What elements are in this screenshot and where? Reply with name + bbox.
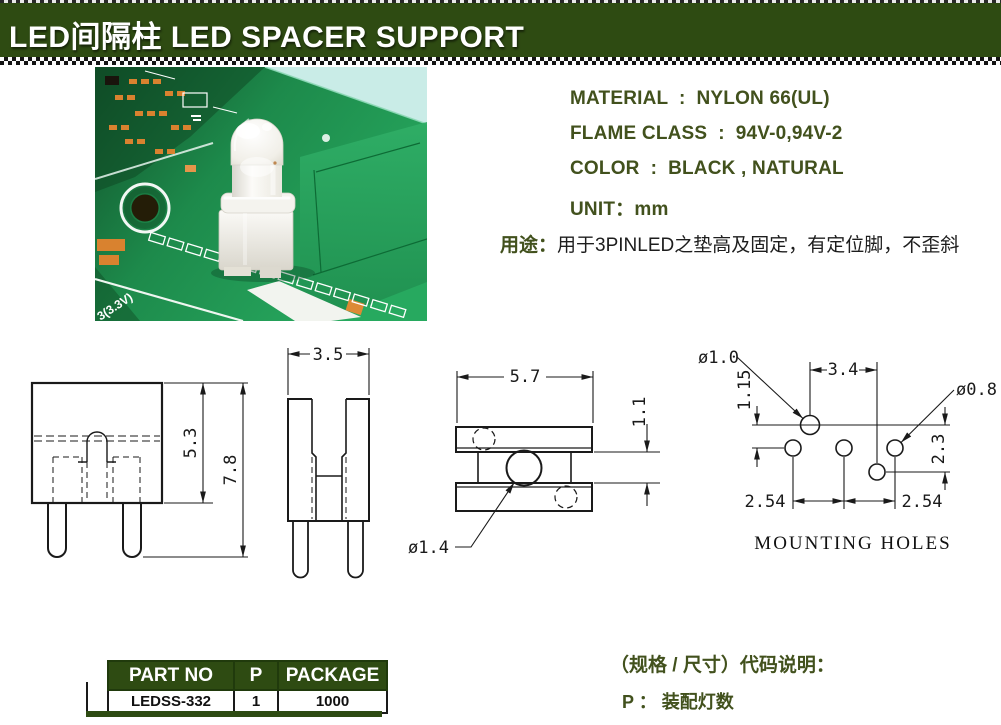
cell-part-no: LEDSS-332 bbox=[107, 689, 235, 714]
cell-p: 1 bbox=[233, 689, 279, 714]
product-photo: 3(3.3V) bbox=[95, 67, 427, 321]
col-header-part-no: PART NO bbox=[107, 660, 235, 691]
pcb-white-band bbox=[247, 281, 361, 321]
dim-pitch-left: 2.54 bbox=[745, 492, 786, 512]
spec-color: COLOR : BLACK , NATURAL bbox=[570, 158, 844, 179]
cell-package: 1000 bbox=[277, 689, 388, 714]
header-bar: LED间隔柱 LED SPACER SUPPORT bbox=[0, 3, 1001, 57]
table-header-row: PART NO P PACKAGE bbox=[107, 660, 388, 691]
dim-total-height: 7.8 bbox=[221, 455, 241, 486]
front-view-drawing: 5.3 7.8 bbox=[30, 381, 248, 558]
dia-small-label: ø0.8 bbox=[956, 380, 997, 400]
spec-material: MATERIAL : NYLON 66(UL) bbox=[570, 88, 830, 109]
dim-top-width: 5.7 bbox=[510, 367, 541, 387]
pcb-panel-grooves bbox=[300, 122, 427, 321]
dim-center-hole: ø1.4 bbox=[408, 538, 449, 558]
dim-row-offset: 1.15 bbox=[735, 370, 755, 411]
spec-unit: UNIT：mm bbox=[570, 199, 669, 220]
led-spacer bbox=[218, 118, 296, 278]
technical-drawings: 5.3 7.8 3.5 bbox=[30, 345, 997, 579]
usage-label: 用途 bbox=[500, 235, 539, 256]
dim-slot: 1.1 bbox=[630, 397, 650, 428]
part-table: PART NO P PACKAGE LEDSS-332 1 1000 bbox=[107, 660, 388, 714]
top-view-drawing: 5.7 1.1 ø1.4 bbox=[408, 367, 660, 558]
header-checker-border bbox=[0, 57, 1001, 65]
pcb-silkscreen bbox=[144, 70, 238, 121]
col-header-package: PACKAGE bbox=[277, 660, 388, 691]
dim-pitch-right: 2.54 bbox=[902, 492, 943, 512]
col-header-p: P bbox=[233, 660, 279, 691]
dim-span: 3.4 bbox=[828, 360, 859, 380]
mounting-holes-caption: MOUNTING HOLES bbox=[754, 533, 951, 554]
code-note-title: （规格 / 尺寸）代码说明： bbox=[610, 655, 835, 676]
mounting-holes-drawing: ø1.0 ø0.8 1.15 3.4 2.3 2.54 2.54 MOUNTIN… bbox=[698, 348, 997, 554]
side-view-drawing: 3.5 bbox=[287, 345, 370, 579]
code-note-p: P ： 装配灯数 bbox=[622, 692, 734, 712]
pcb-chip bbox=[105, 76, 119, 85]
top-dashed-border bbox=[0, 0, 1001, 3]
pcb-hole bbox=[119, 182, 171, 234]
table-row: LEDSS-332 1 1000 bbox=[107, 689, 388, 714]
usage-note: 用途：用于3PINLED之垫高及固定，有定位脚，不歪斜 bbox=[500, 235, 960, 256]
dim-body-height: 5.3 bbox=[181, 428, 201, 459]
spec-flame-class: FLAME CLASS : 94V-0,94V-2 bbox=[570, 123, 843, 144]
table-underline bbox=[86, 711, 382, 717]
page-title: LED间隔柱 LED SPACER SUPPORT bbox=[9, 21, 525, 54]
dim-side-width: 3.5 bbox=[313, 345, 344, 365]
table-left-tick bbox=[86, 682, 88, 712]
dim-vertical: 2.3 bbox=[929, 434, 949, 465]
dia-top-label: ø1.0 bbox=[698, 348, 739, 368]
